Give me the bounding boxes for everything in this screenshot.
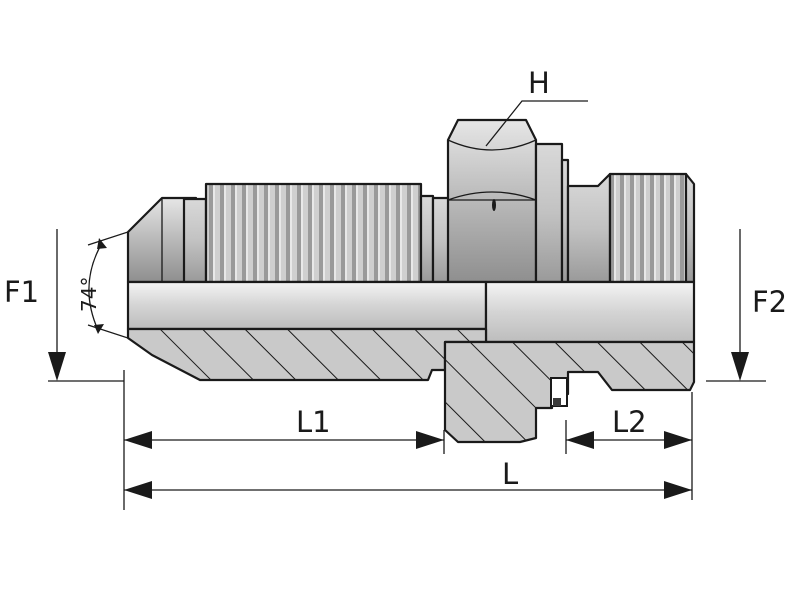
dimension-lines: L1 L2 L (123, 370, 693, 510)
label-l: L (502, 457, 518, 491)
h-callout: H (485, 66, 588, 147)
dimension-l2: L2 (566, 405, 692, 449)
angle-callout: 74° (77, 231, 129, 339)
label-h: H (528, 66, 550, 100)
fitting-body-section (126, 327, 696, 444)
label-angle: 74° (77, 277, 101, 312)
fitting-body-upper (126, 118, 696, 344)
label-l1: L1 (296, 405, 331, 439)
dimension-l1: L1 (124, 405, 444, 449)
hex-nut (446, 118, 538, 284)
dimension-l: L (124, 457, 692, 499)
left-neck (419, 194, 435, 284)
label-l2: L2 (612, 405, 647, 439)
right-thread (608, 172, 688, 284)
collar-ring (534, 142, 564, 284)
label-f1: F1 (4, 275, 39, 309)
right-neck (566, 172, 612, 284)
f2-callout: F2 (706, 229, 787, 382)
left-thread (204, 182, 423, 284)
bore-left (126, 280, 488, 331)
f1-callout: F1 (4, 229, 124, 382)
label-f2: F2 (752, 285, 787, 319)
bore-right (484, 280, 696, 344)
section-left (126, 327, 488, 382)
section-right (443, 340, 696, 444)
